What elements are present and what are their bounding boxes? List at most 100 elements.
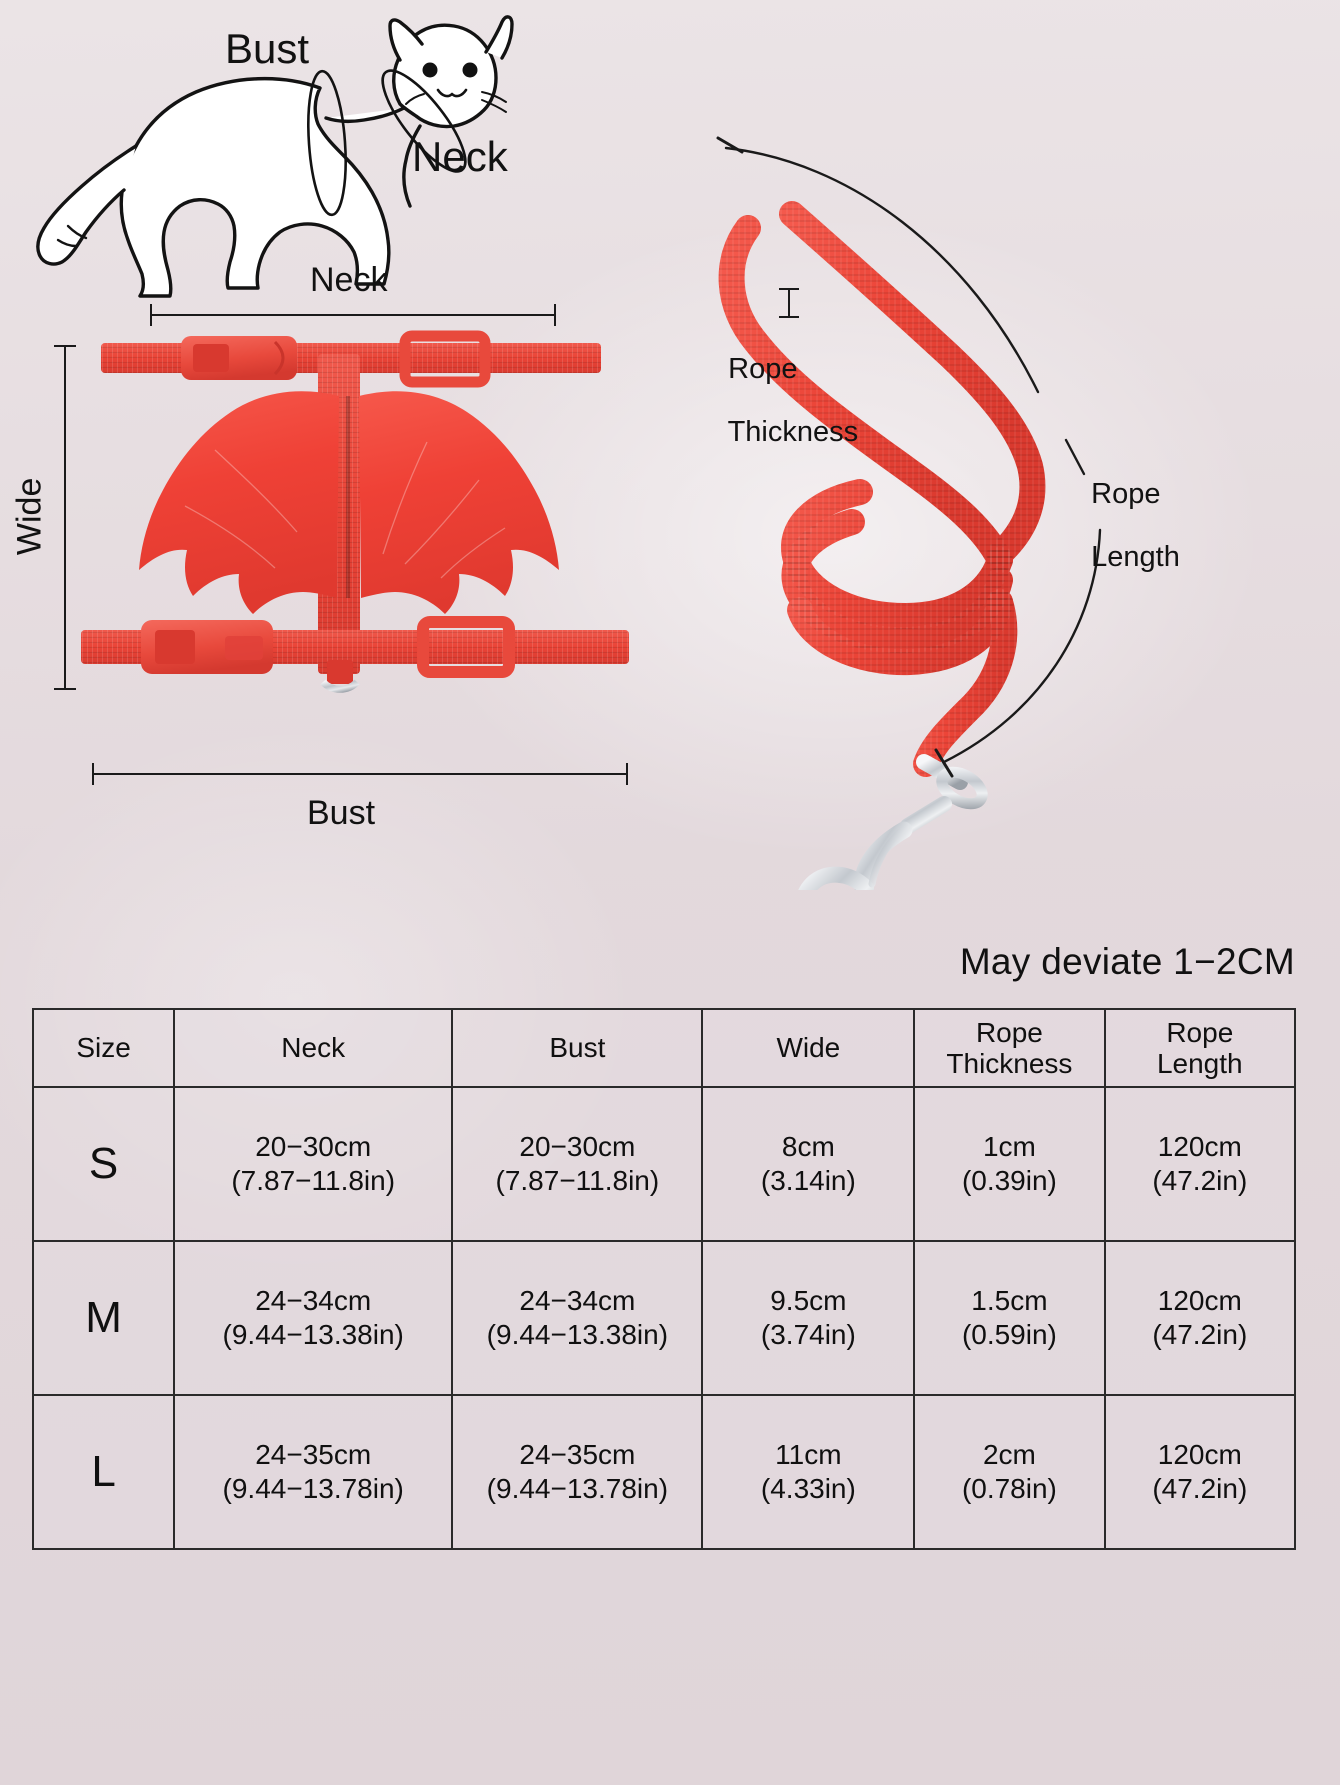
cell-wide-cm: 9.5cm [770,1285,847,1317]
table-row: S 20−30cm (7.87−11.8in) 20−30cm (7.87−11… [31,1086,1297,1242]
rope-length-bracket [716,136,1102,778]
wide-measure-cap-top [54,345,76,347]
table-header-row: Size Neck Bust Wide Rope Thickness Rope … [31,1008,1297,1088]
cell-wide: 11cm (4.33in) [701,1394,916,1550]
cell-bust-cm: 20−30cm [519,1131,636,1163]
cell-wide: 9.5cm (3.74in) [701,1240,916,1396]
cell-rope-thickness-cm: 1cm [982,1131,1036,1163]
harness-bust-label: Bust [307,794,376,832]
harness-bust-strap [81,616,629,678]
table-header: Size Neck Bust Wide Rope Thickness Rope … [31,1008,1297,1088]
neck-measure-line [150,314,556,316]
cell-rope-thickness-in: (0.59in) [961,1319,1057,1350]
table-row: L 24−35cm (9.44−13.78in) 24−35cm (9.44−1… [31,1394,1297,1550]
wide-measure-line [64,345,66,690]
cat-measurement-diagram: Bust Neck [20,8,560,298]
cell-bust-in: (9.44−13.78in) [486,1473,669,1504]
harness-neck-label: Neck [310,261,388,299]
column-header-bust: Bust [451,1008,704,1088]
cell-bust: 20−30cm (7.87−11.8in) [451,1086,704,1242]
cell-rope-thickness-cm: 1.5cm [971,1285,1048,1317]
cell-bust-in: (9.44−13.38in) [486,1319,669,1350]
bust-measure-cap-left [92,763,94,785]
column-header-rope-length-line2: Length [1156,1048,1243,1079]
cell-size: M [31,1240,176,1396]
bust-measure-cap-right [626,763,628,785]
column-header-size-line1: Size [76,1032,131,1064]
harness-wide-label: Wide [10,477,49,556]
cell-bust: 24−35cm (9.44−13.78in) [451,1394,704,1550]
cell-neck: 24−34cm (9.44−13.38in) [173,1240,454,1396]
cell-neck: 24−35cm (9.44−13.78in) [173,1394,454,1550]
rope-length-label: Rope Length [1075,448,1180,573]
column-header-rope-thickness: Rope Thickness [913,1008,1106,1088]
cell-size: S [31,1086,176,1242]
harness-illustration [81,330,629,693]
harness-wings [139,391,559,614]
harness-d-ring [320,660,360,693]
leash-illustration [718,201,1046,945]
cell-rope-length-in: (47.2in) [1152,1165,1248,1196]
size-chart-table: Size Neck Bust Wide Rope Thickness Rope … [31,1008,1297,1550]
leash-product-photo [700,110,1140,945]
cell-rope-thickness-in: (0.39in) [961,1165,1057,1196]
column-header-rope-length-line1: Rope [1166,1016,1234,1048]
bust-measure-line [92,773,628,775]
cell-rope-length: 120cm (47.2in) [1103,1240,1297,1396]
neck-measure-cap-right [554,304,556,326]
cell-wide: 8cm (3.14in) [701,1086,916,1242]
rope-thickness-label-line1: Rope [728,353,798,386]
table-body: S 20−30cm (7.87−11.8in) 20−30cm (7.87−11… [31,1086,1297,1550]
column-header-size: Size [31,1008,176,1088]
wide-measure-cap-bottom [54,688,76,690]
cell-wide-in: (3.14in) [760,1165,856,1196]
column-header-neck-line1: Neck [281,1032,346,1064]
table-row: M 24−34cm (9.44−13.38in) 24−34cm (9.44−1… [31,1240,1297,1396]
cell-rope-thickness: 1cm (0.39in) [913,1086,1106,1242]
column-header-neck: Neck [173,1008,454,1088]
cat-line-drawing [36,15,514,298]
deviation-note: May deviate 1−2CM [959,941,1295,982]
cell-neck-cm: 24−35cm [255,1439,372,1471]
cell-neck-cm: 24−34cm [255,1285,372,1317]
cell-wide-in: (4.33in) [760,1473,856,1504]
rope-thickness-label-line2: Thickness [727,415,859,448]
column-header-rope-thickness-line1: Rope [975,1016,1043,1048]
cell-wide-cm: 11cm [775,1439,842,1471]
cell-bust-cm: 24−35cm [519,1439,636,1471]
cell-neck: 20−30cm (7.87−11.8in) [173,1086,454,1242]
cell-bust-in: (7.87−11.8in) [495,1165,660,1196]
column-header-wide: Wide [701,1008,916,1088]
cell-rope-length-cm: 120cm [1157,1285,1242,1317]
cell-size: L [31,1394,176,1550]
cell-bust: 24−34cm (9.44−13.38in) [451,1240,704,1396]
cat-neck-label: Neck [412,133,508,180]
cell-rope-thickness-cm: 2cm [982,1439,1036,1471]
cell-wide-in: (3.74in) [760,1319,856,1350]
cell-wide-cm: 8cm [781,1131,835,1163]
cell-neck-in: (9.44−13.78in) [222,1473,404,1504]
column-header-wide-line1: Wide [776,1032,841,1064]
rope-length-label-line1: Rope [1091,478,1161,511]
cell-neck-in: (7.87−11.8in) [231,1165,396,1196]
cell-rope-length-in: (47.2in) [1152,1319,1248,1350]
cell-rope-length-cm: 120cm [1157,1131,1242,1163]
cell-rope-length: 120cm (47.2in) [1103,1086,1297,1242]
cell-rope-length-in: (47.2in) [1152,1473,1248,1504]
rope-thickness-label: Rope Thickness [712,323,859,448]
cell-bust-cm: 24−34cm [519,1285,636,1317]
column-header-rope-thickness-line2: Thickness [946,1048,1073,1079]
rope-thickness-measure-line [788,288,790,318]
cell-rope-length-cm: 120cm [1157,1439,1242,1471]
cell-rope-thickness: 2cm (0.78in) [913,1394,1106,1550]
cell-rope-length: 120cm (47.2in) [1103,1394,1297,1550]
harness-product-photo [75,330,635,760]
column-header-bust-line1: Bust [549,1032,606,1064]
rope-length-label-line2: Length [1091,540,1180,573]
cell-rope-thickness: 1.5cm (0.59in) [913,1240,1106,1396]
cell-neck-in: (9.44−13.38in) [222,1319,404,1350]
cat-bust-label: Bust [225,25,310,72]
neck-measure-cap-left [150,304,152,326]
column-header-rope-length: Rope Length [1103,1008,1297,1088]
cell-neck-cm: 20−30cm [255,1131,372,1163]
